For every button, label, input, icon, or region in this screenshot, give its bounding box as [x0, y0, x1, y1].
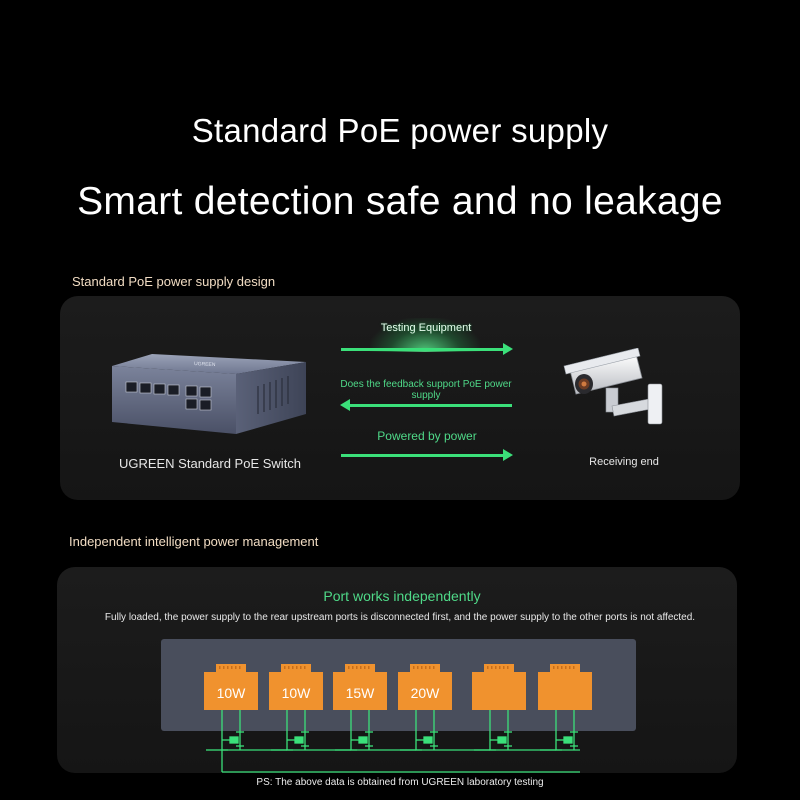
wire: [489, 710, 496, 751]
component: [497, 736, 507, 744]
footnote: PS: The above data is obtained from UGRE…: [256, 777, 544, 788]
wire: [286, 710, 293, 751]
label-feedback: Does the feedback support PoE power supp…: [340, 379, 512, 401]
wire: [350, 710, 357, 751]
security-camera-icon: [563, 348, 663, 425]
component: [563, 736, 573, 744]
arrow-right-icon: [341, 449, 513, 461]
ethernet-port-icon: 20W: [398, 664, 452, 710]
ethernet-port-icon: [538, 664, 592, 710]
port-wattage-label: 10W: [217, 685, 247, 701]
ethernet-port-icon: 10W: [204, 664, 258, 710]
ethernet-port-icon: [472, 664, 526, 710]
switch-caption: UGREEN Standard PoE Switch: [118, 456, 302, 471]
section-label-poe-design: Standard PoE power supply design: [72, 274, 276, 289]
section-label-power-management: Independent intelligent power management: [69, 534, 319, 549]
ethernet-port-icon: 15W: [333, 664, 387, 710]
wire: [555, 710, 562, 751]
port-independent-description: Fully loaded, the power supply to the re…: [104, 612, 696, 623]
ethernet-port-icon: 10W: [269, 664, 323, 710]
component: [294, 736, 304, 744]
component: [358, 736, 368, 744]
port-independent-title: Port works independently: [323, 588, 481, 604]
switch-brand-text: UGREEN: [194, 361, 216, 368]
wire: [415, 710, 422, 751]
wire: [221, 710, 228, 751]
headline-primary: Standard PoE power supply: [191, 112, 609, 149]
arrow-left-icon: [340, 399, 512, 411]
port-wattage-label: 15W: [346, 685, 376, 701]
component: [423, 736, 433, 744]
poe-switch-icon: UGREEN: [112, 354, 306, 434]
testing-glow: [370, 318, 480, 352]
component: [229, 736, 239, 744]
arrow-right-icon: [341, 343, 513, 355]
port-diagram: 10W 10W 15W 20W: [204, 664, 592, 773]
label-powered-by-power: Powered by power: [377, 429, 477, 443]
label-testing-equipment: Testing Equipment: [380, 322, 472, 334]
port-wattage-label: 20W: [411, 685, 441, 701]
port-wattage-label: 10W: [282, 685, 312, 701]
headline-secondary: Smart detection safe and no leakage: [77, 180, 723, 223]
receiver-caption: Receiving end: [589, 456, 659, 468]
